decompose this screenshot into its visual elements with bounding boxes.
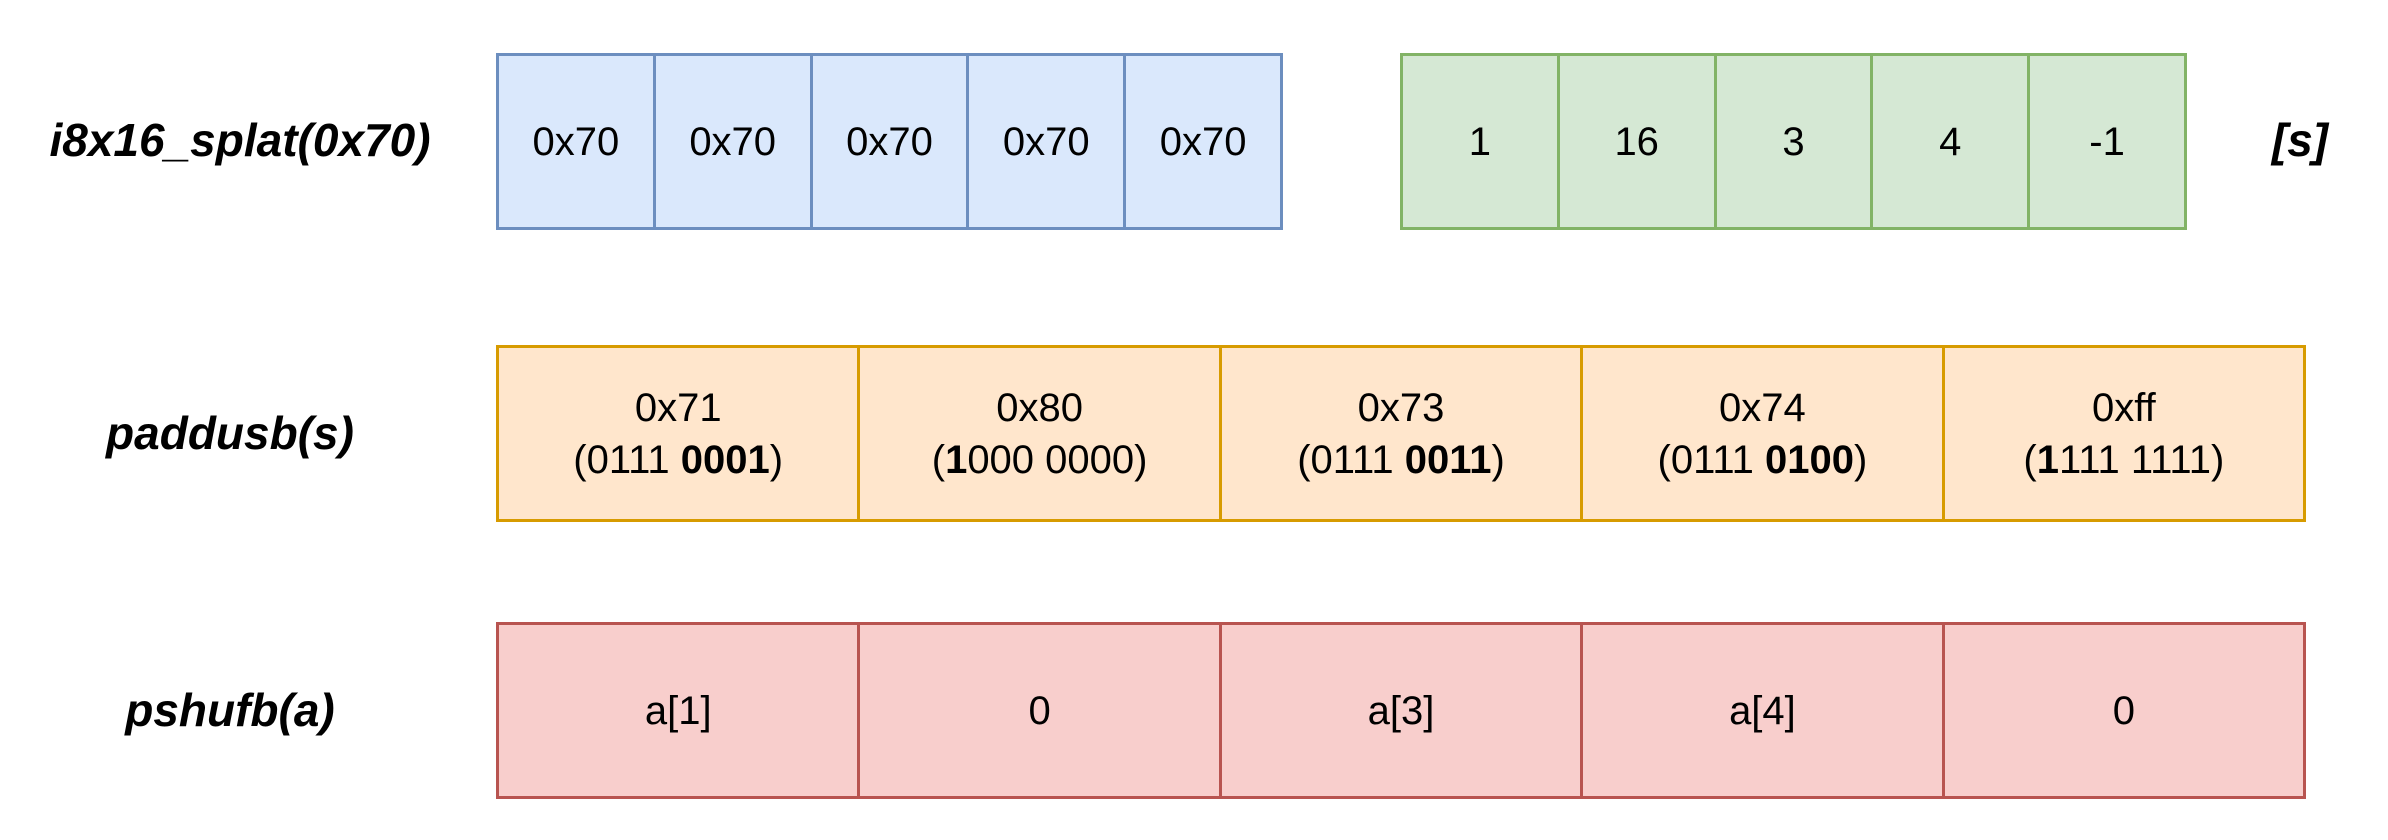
splat-cell: 0x70 <box>1126 53 1283 230</box>
label-splat: i8x16_splat(0x70) <box>49 114 431 166</box>
paddusb-binary: (0111 0100) <box>1657 437 1868 482</box>
splat-cell: 0x70 <box>969 53 1127 230</box>
pshufb-cell: a[1] <box>496 622 861 799</box>
paddusb-vector: 0x71 (0111 0001) 0x80 (1000 0000) 0x73 (… <box>496 345 2307 522</box>
paddusb-cell: 0x80 (1000 0000) <box>860 345 1222 522</box>
paddusb-binary: (0111 0001) <box>573 437 784 482</box>
label-paddusb: paddusb(s) <box>106 407 354 459</box>
paddusb-cell: 0x74 (0111 0100) <box>1583 345 1945 522</box>
paddusb-cell: 0x73 (0111 0011) <box>1221 345 1584 522</box>
paddusb-hex: 0xff <box>2091 385 2156 430</box>
paddusb-hex: 0x73 <box>1357 385 1445 430</box>
splat-cell: 0x70 <box>496 53 656 230</box>
pshufb-cell: 0 <box>1944 622 2307 799</box>
pshufb-cell: a[4] <box>1583 622 1945 799</box>
paddusb-hex: 0x74 <box>1719 385 1806 430</box>
splat-vector: 0x70 0x70 0x70 0x70 0x70 <box>496 53 1283 230</box>
s-cell: 1 <box>1400 53 1560 230</box>
paddusb-hex: 0x80 <box>996 385 1083 430</box>
s-cell: 16 <box>1559 53 1717 230</box>
s-cell: -1 <box>2030 53 2187 230</box>
paddusb-binary: (1111 1111) <box>2023 437 2225 482</box>
label-pshufb: pshufb(a) <box>125 684 335 736</box>
s-cell: 4 <box>1873 53 2031 230</box>
paddusb-binary: (1000 0000) <box>931 437 1148 482</box>
s-cell: 3 <box>1716 53 1874 230</box>
s-vector: 1 16 3 4 -1 <box>1400 53 2187 230</box>
paddusb-cell: 0x71 (0111 0001) <box>496 345 861 522</box>
splat-cell: 0x70 <box>655 53 813 230</box>
splat-cell: 0x70 <box>812 53 970 230</box>
label-s: [s] <box>2271 114 2329 166</box>
pshufb-vector: a[1] 0 a[3] a[4] 0 <box>496 622 2307 799</box>
paddusb-hex: 0x71 <box>634 385 722 430</box>
pshufb-cell: a[3] <box>1221 622 1584 799</box>
pshufb-cell: 0 <box>860 622 1222 799</box>
paddusb-binary: (0111 0011) <box>1297 437 1505 482</box>
paddusb-cell: 0xff (1111 1111) <box>1944 345 2307 522</box>
